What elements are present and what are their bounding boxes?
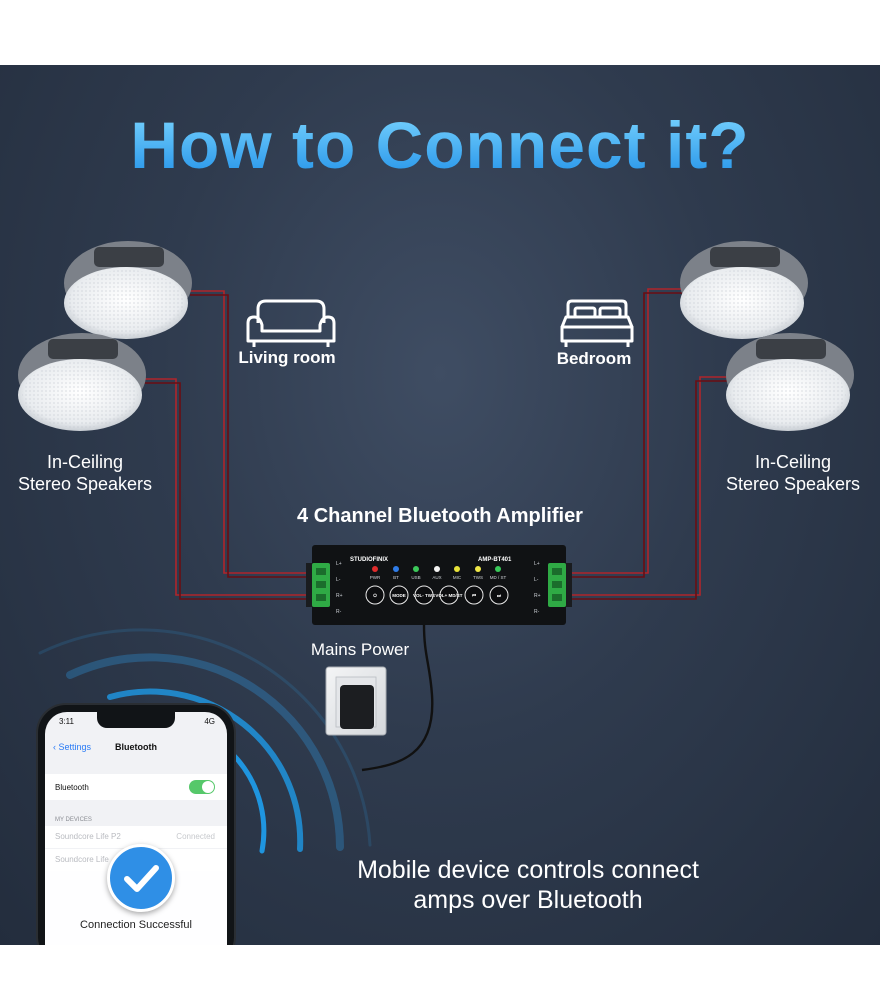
- device-name: Soundcore Life: [55, 855, 109, 864]
- speaker-bottom-right: [726, 333, 854, 431]
- channel-label: R+: [336, 593, 343, 599]
- phone-screen: 3:11 4G ‹ Settings Bluetooth Bluetooth M…: [45, 712, 227, 945]
- channel-label: R-: [336, 609, 342, 615]
- led-label: USB: [411, 575, 420, 580]
- wall-socket: [325, 666, 387, 736]
- bedroom-label: Bedroom: [556, 349, 632, 368]
- vol-up-label: VOL+ MD/ST: [435, 593, 462, 598]
- phone: 3:11 4G ‹ Settings Bluetooth Bluetooth M…: [38, 705, 234, 945]
- amp-model: AMP-BT401: [478, 557, 512, 563]
- speaker-bottom-left: [18, 333, 146, 431]
- prev-icon: ⏮: [472, 593, 476, 598]
- speaker-top-right: [680, 241, 808, 339]
- mode-button[interactable]: [389, 585, 409, 605]
- mains-power-label: Mains Power: [310, 640, 410, 659]
- mode-label: MODE: [392, 593, 406, 598]
- speakers-left-label: In-Ceiling Stereo Speakers: [17, 452, 153, 494]
- amp-leds: [372, 566, 501, 572]
- power-adapter: [340, 685, 374, 729]
- speaker-top-left: [64, 241, 192, 339]
- led-label: TWS: [473, 575, 483, 580]
- mobile-caption: Mobile device controls connect amps over…: [357, 856, 699, 914]
- bluetooth-row: Bluetooth: [45, 774, 227, 800]
- led-label: AUX: [432, 575, 441, 580]
- bed-icon: [560, 299, 634, 347]
- devices-section-title: MY DEVICES: [55, 817, 92, 823]
- status-signal: 4G: [204, 717, 215, 726]
- back-button[interactable]: ‹ Settings: [53, 742, 91, 752]
- channel-label: L+: [534, 561, 540, 567]
- amp-brand: STUDIOFINIX: [350, 557, 388, 563]
- led-label: BT: [393, 575, 399, 580]
- vol-down-button[interactable]: [414, 585, 434, 605]
- living-room-label: Living room: [238, 348, 336, 367]
- next-button[interactable]: [489, 585, 509, 605]
- device-status: Connected: [176, 832, 215, 841]
- checkmark-icon: [107, 844, 175, 912]
- vol-up-button[interactable]: [439, 585, 459, 605]
- led-label: MD / ST: [490, 575, 507, 580]
- connection-status: Connection Successful: [80, 919, 192, 931]
- sofa-icon: [246, 299, 336, 347]
- power-button[interactable]: [365, 585, 385, 605]
- speakers-right-label: In-Ceiling Stereo Speakers: [725, 452, 861, 494]
- device-name: Soundcore Life P2: [55, 832, 121, 841]
- channel-label: L-: [336, 577, 341, 583]
- bluetooth-toggle[interactable]: [189, 780, 215, 794]
- next-icon: ⏭: [497, 593, 502, 598]
- bluetooth-row-label: Bluetooth: [55, 783, 89, 792]
- power-icon: ⏻: [373, 593, 377, 598]
- prev-button[interactable]: [464, 585, 484, 605]
- chevron-left-icon: ‹: [53, 742, 59, 752]
- amplifier: STUDIOFINIX AMP-BT401 PWR BT USB AUX MIC…: [306, 545, 572, 625]
- phone-notch: [97, 712, 175, 728]
- device-row[interactable]: Soundcore Life P2 Connected: [45, 826, 227, 848]
- led-label: MIC: [453, 575, 462, 580]
- amplifier-label: 4 Channel Bluetooth Amplifier: [297, 505, 583, 527]
- led-label: PWR: [370, 575, 381, 580]
- nav-title: Bluetooth: [115, 742, 157, 752]
- connection-panel: STUDIOFINIX AMP-BT401 PWR BT USB AUX MIC…: [0, 65, 880, 945]
- channel-label: R+: [534, 593, 541, 599]
- vol-down-label: VOL- TWS: [413, 593, 435, 598]
- page-title: How to Connect it?: [0, 107, 880, 183]
- channel-label: R-: [534, 609, 540, 615]
- status-time: 3:11: [59, 717, 74, 726]
- channel-label: L-: [534, 577, 539, 583]
- back-label: Settings: [58, 742, 92, 752]
- channel-label: L+: [336, 561, 342, 567]
- wiring-diagram: STUDIOFINIX AMP-BT401 PWR BT USB AUX MIC…: [18, 241, 854, 854]
- speaker-wires: [138, 288, 740, 772]
